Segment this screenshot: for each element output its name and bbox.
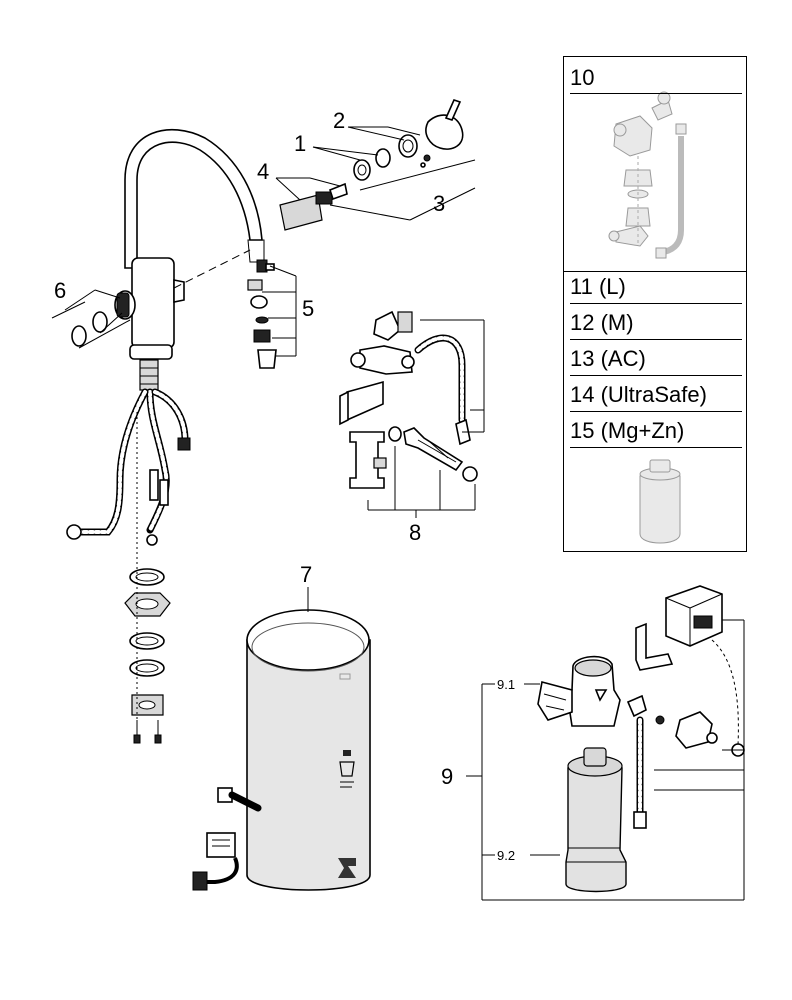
legend-divider [570, 447, 742, 448]
legend-divider [570, 93, 742, 94]
legend-filter-cartridge-image [639, 459, 681, 544]
cartridge [279, 182, 348, 231]
boiler-unit [192, 587, 371, 891]
legend-valve-assembly-image [608, 91, 687, 259]
part-label-9-2: 9.2 [497, 848, 515, 863]
legend-item-12: 12 (M) [570, 310, 634, 335]
mounting-stack [124, 412, 171, 744]
faucet-body [114, 249, 251, 391]
legend-header: 10 [570, 65, 595, 90]
part-label-7: 7 [300, 562, 312, 587]
faucet-spout [124, 128, 265, 269]
legend-item-11: 11 (L) [570, 274, 626, 299]
part-label-9: 9 [441, 764, 453, 789]
part-label-5: 5 [302, 296, 314, 321]
part-label-3: 3 [433, 191, 445, 216]
legend-item-15: 15 (Mg+Zn) [570, 418, 685, 443]
aerator-parts [247, 259, 297, 369]
part-label-4: 4 [257, 159, 269, 184]
legend-divider [570, 339, 742, 340]
cartridge-rings [353, 134, 431, 181]
part-label-8: 8 [409, 520, 421, 545]
faucet-hoses [66, 388, 191, 546]
legend-divider [570, 375, 742, 376]
legend-divider [570, 411, 742, 412]
filter-set [466, 585, 745, 901]
part-label-6: 6 [54, 278, 66, 303]
lever-handle [425, 99, 464, 150]
boiler-label-icon [339, 750, 355, 788]
legend-divider [564, 271, 746, 272]
legend-divider [570, 303, 742, 304]
o-rings [51, 289, 131, 349]
connection-set [339, 310, 485, 518]
part-label-9-1: 9.1 [497, 677, 515, 692]
part-label-1: 1 [294, 131, 306, 156]
part-label-2: 2 [333, 108, 345, 133]
variants-legend: 10 11 (L) 12 (M) 13 (AC) 14 (UltraSafe) … [563, 56, 747, 552]
legend-item-13: 13 (AC) [570, 346, 646, 371]
legend-item-14: 14 (UltraSafe) [570, 382, 707, 407]
label-leaders-top [275, 126, 476, 221]
